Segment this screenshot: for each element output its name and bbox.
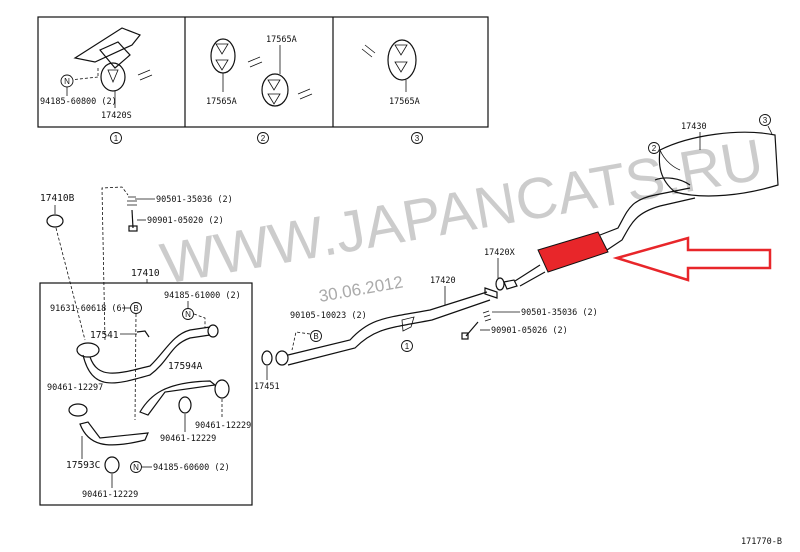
front-pipe-group: 17410B 90501-35036 (2) 90901-05020 (2) 1… [39, 186, 253, 506]
part-label-17565a: 17565A [389, 97, 420, 107]
insulator-17594a [139, 380, 217, 416]
part-label-17410: 17410 [131, 268, 160, 279]
part-label-90901-05026: 90901-05026 (2) [491, 326, 568, 336]
gasket-17410b [46, 214, 64, 228]
part-label-17420s: 17420S [101, 111, 132, 121]
nut-marker-n: N [64, 77, 70, 86]
part-label-17541: 17541 [90, 330, 119, 341]
rear-pipe-muffler: 17430 2 3 [514, 114, 779, 287]
marker-b: B [313, 332, 318, 341]
part-label-17420: 17420 [430, 276, 456, 286]
part-label-17430: 17430 [681, 122, 707, 132]
ref-marker-2: 2 [652, 144, 657, 153]
marker-n: N [133, 463, 139, 472]
ref-marker-3: 3 [763, 116, 768, 125]
ref-marker-1: 1 [405, 342, 410, 351]
hanger-bracket-17420s: N 94185-60800 (2) 17420S [40, 27, 153, 121]
front-pipe-box [39, 282, 253, 506]
part-label-94185-61000: 94185-61000 (2) [164, 291, 241, 301]
gasket-17451 [261, 350, 273, 366]
part-label-91631-60618: 91631-60618 (6) [50, 304, 127, 314]
part-label-90901-05020: 90901-05020 (2) [147, 216, 224, 226]
part-label-90105-10023: 90105-10023 (2) [290, 311, 367, 321]
part-label-17565a: 17565A [266, 35, 297, 45]
rubber-hangers-panel-2: 17565A 17565A [206, 35, 313, 107]
detail-panels: N 94185-60800 (2) 17420S 17565A 17565A 1… [37, 16, 489, 144]
part-label-94185-60800: 94185-60800 (2) [40, 97, 117, 107]
center-pipe-17420 [287, 291, 488, 356]
detail-panel-frame [37, 16, 489, 128]
part-label-17565a: 17565A [206, 97, 237, 107]
watermark: WWW.JAPANCATS.RU [156, 127, 768, 297]
part-label-17593c: 17593C [66, 460, 100, 471]
part-label-17594a: 17594A [168, 361, 203, 372]
ref-marker-3: 3 [415, 134, 420, 143]
part-label-17410b: 17410B [40, 193, 75, 204]
highlighted-pipe [537, 231, 609, 273]
part-label-90461-12229: 90461-12229 [160, 434, 216, 444]
center-pipe-group: 17451 17420 90105-10023 (2) B 1 17420X 9… [254, 248, 598, 392]
highlight-arrow-icon [612, 236, 772, 282]
marker-n: N [185, 310, 191, 319]
part-label-90501-35036: 90501-35036 (2) [521, 308, 598, 318]
rubber-hanger-panel-3: 17565A [361, 39, 420, 107]
part-label-94185-60600: 94185-60600 (2) [153, 463, 230, 473]
part-label-17420x: 17420X [484, 248, 516, 258]
part-label-17451: 17451 [254, 382, 280, 392]
part-label-90461-12297: 90461-12297 [47, 383, 103, 393]
date-stamp: 30.06.2012 [317, 272, 404, 305]
ref-marker-2: 2 [261, 134, 266, 143]
insulator-17593c [79, 421, 149, 446]
part-label-90461-12229: 90461-12229 [82, 490, 138, 500]
front-pipe-17410 [82, 334, 211, 384]
part-label-90461-12229: 90461-12229 [195, 421, 251, 431]
ref-marker-1: 1 [114, 134, 119, 143]
diagram-code: 171770-B [741, 537, 782, 547]
marker-b: B [133, 304, 138, 313]
part-label-90501-35036: 90501-35036 (2) [156, 195, 233, 205]
